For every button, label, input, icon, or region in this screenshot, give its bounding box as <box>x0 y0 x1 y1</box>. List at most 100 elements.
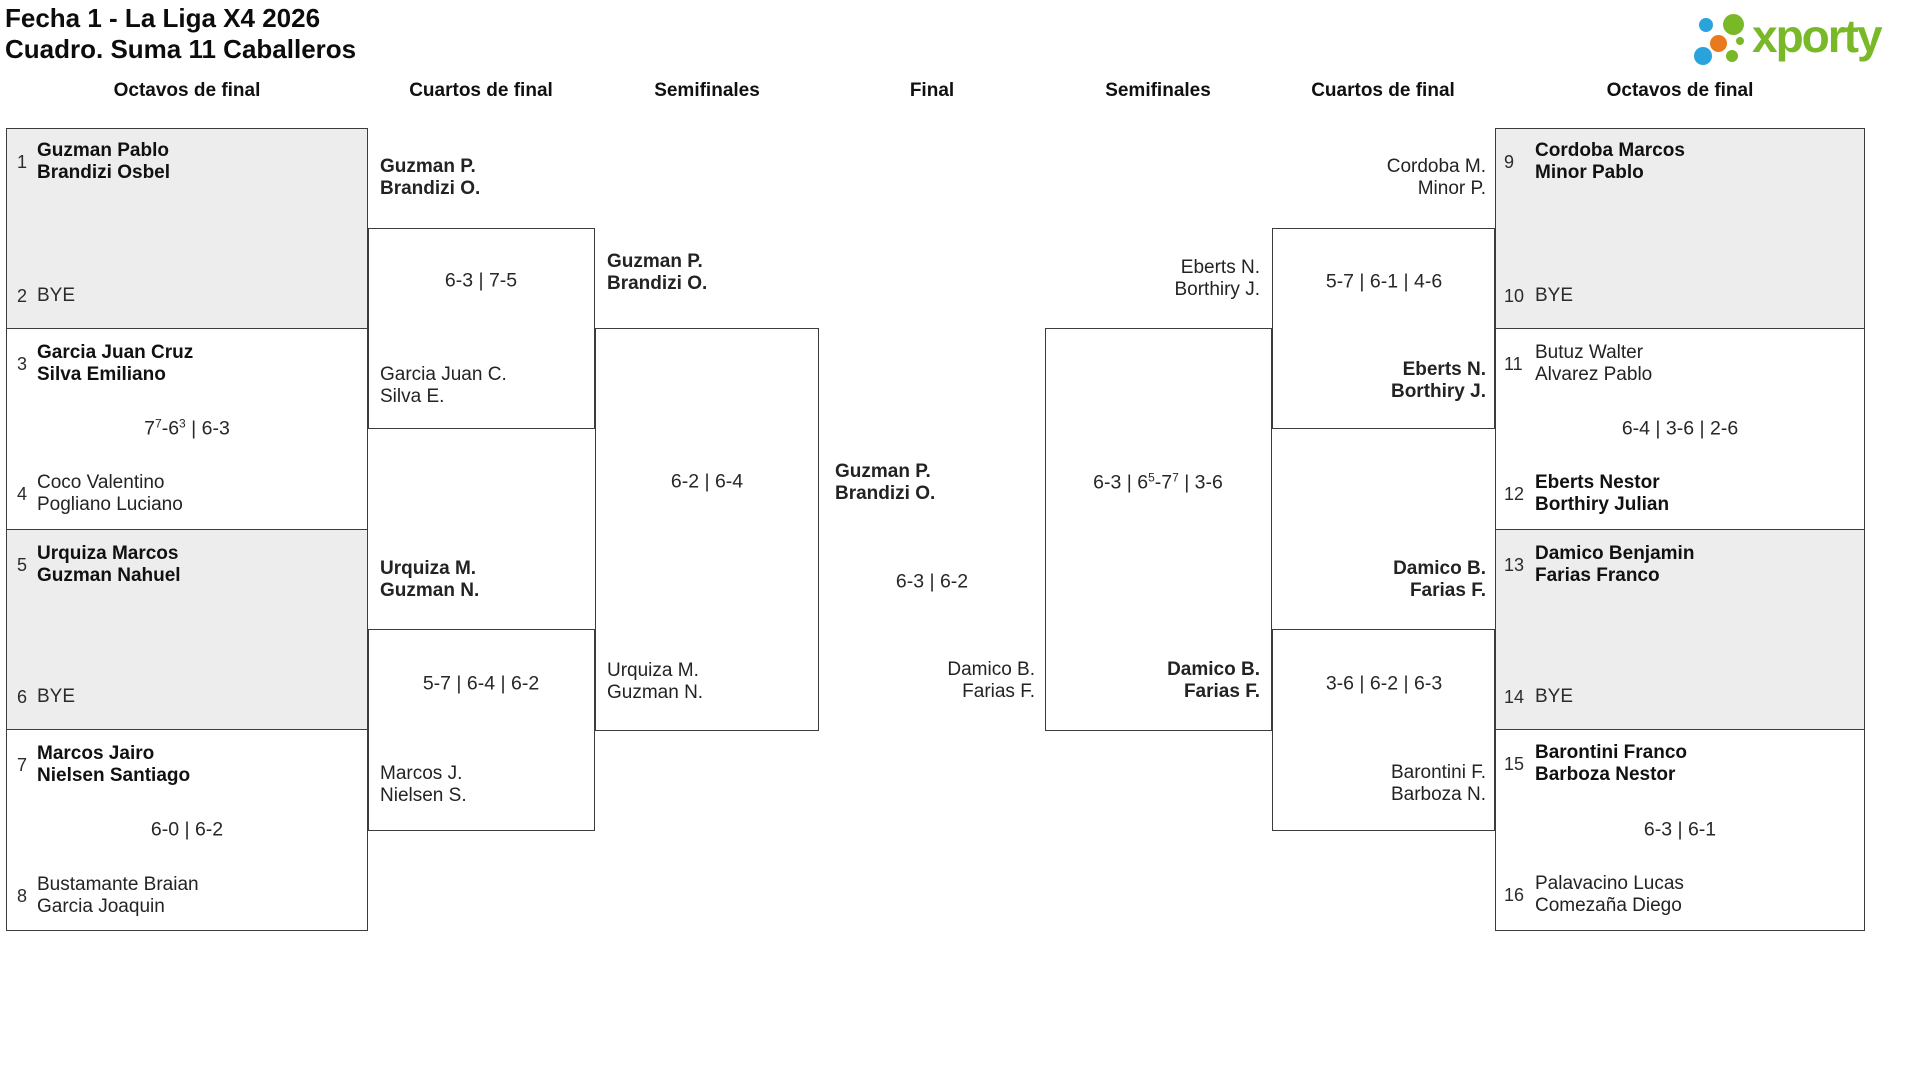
qf-left-2-score: 5-7 | 6-4 | 6-2 <box>422 672 540 695</box>
qf-left-1-score: 6-3 | 7-5 <box>444 269 518 292</box>
logo-dot-blue-small-icon <box>1699 18 1713 32</box>
player-name: Silva E. <box>380 385 445 407</box>
round-header-left-r16: Octavos de final <box>113 80 261 101</box>
sf-left-winner-label: Guzman P.Brandizi O. <box>607 251 707 294</box>
player-name: Pogliano Luciano <box>37 494 183 515</box>
logo-dot-orange-icon <box>1710 35 1727 52</box>
qf-left-2-loser-label: Marcos J.Nielsen S. <box>380 763 467 806</box>
player-name: Borthiry J. <box>1390 380 1486 402</box>
sf-right-loser-label: Eberts N.Borthiry J. <box>1174 257 1260 300</box>
player-name: Alvarez Pablo <box>1535 364 1653 385</box>
player-name: Brandizi Osbel <box>37 162 171 183</box>
bracket-connector-right-qf1 <box>1272 228 1495 429</box>
bracket-connector-right-qf2 <box>1272 629 1495 831</box>
player-name: Farias F. <box>1183 680 1260 702</box>
player-name: Barboza N. <box>1390 783 1486 805</box>
bye-label: BYE <box>1535 285 1574 306</box>
logo-dot-green-small-icon <box>1726 50 1738 62</box>
player-name: Guzman P. <box>835 461 931 482</box>
round-header-right-sf: Semifinales <box>1105 80 1211 101</box>
match-score: 77-63 | 6-3 <box>144 416 230 440</box>
logo-text: xporty <box>1752 10 1883 62</box>
qf-right-1-score: 5-7 | 6-1 | 4-6 <box>1325 270 1443 293</box>
player-name: Farias Franco <box>1535 565 1660 586</box>
seed-number: 14 <box>1504 686 1525 707</box>
player-name: Damico Benjamin <box>1535 543 1695 564</box>
player-name: Damico B. <box>947 659 1035 680</box>
player-name: Guzman P. <box>607 251 703 272</box>
final-champion-label: Guzman P.Brandizi O. <box>835 461 935 504</box>
round-header-left-qf: Cuartos de final <box>409 80 553 101</box>
logo-dot-green-tiny-icon <box>1736 37 1744 45</box>
bye-label: BYE <box>1535 686 1574 707</box>
qf-left-1-winner-label: Guzman P.Brandizi O. <box>380 156 480 199</box>
player-name: Guzman N. <box>607 681 704 703</box>
seed-number: 15 <box>1504 753 1525 774</box>
player-name: Urquiza Marcos <box>37 543 179 564</box>
player-name: Borthiry Julian <box>1535 494 1670 515</box>
player-name: Minor Pablo <box>1535 162 1644 183</box>
player-name: Eberts N. <box>1402 359 1486 380</box>
qf-left-1-loser-label: Garcia Juan C.Silva E. <box>380 364 507 407</box>
player-name: Barontini Franco <box>1535 742 1688 763</box>
team-slot-seed2: 2 BYE <box>17 285 75 307</box>
final-score: 6-3 | 6-2 <box>895 570 969 593</box>
player-name: Garcia Joaquin <box>37 896 165 917</box>
player-name: Damico B. <box>1393 558 1486 579</box>
team-slot-seed6: 6 BYE <box>17 686 75 708</box>
round-header-final: Final <box>909 80 955 101</box>
qf-right-1-winner-label: Eberts N.Borthiry J. <box>1391 359 1486 402</box>
round-header-left-sf: Semifinales <box>654 80 760 101</box>
qf-right-2-score: 3-6 | 6-2 | 6-3 <box>1325 672 1443 695</box>
match-score: 6-0 | 6-2 <box>150 818 224 841</box>
player-name: Comezaña Diego <box>1535 895 1682 916</box>
sf-right-score: 6-3 | 65-77 | 3-6 <box>1093 470 1223 494</box>
seed-number: 6 <box>17 686 28 707</box>
xporty-logo[interactable]: xporty <box>1684 4 1916 68</box>
player-name: Garcia Juan C. <box>380 364 507 385</box>
player-name: Coco Valentino <box>37 472 165 493</box>
team-slot-seed14: 14 BYE <box>1504 686 1573 708</box>
player-name: Marcos J. <box>380 763 463 784</box>
player-name: Bustamante Braian <box>37 874 199 895</box>
player-name: Urquiza M. <box>607 660 699 681</box>
player-name: Cordoba Marcos <box>1535 140 1685 161</box>
seed-number: 5 <box>17 554 28 575</box>
page-title-line1: Fecha 1 - La Liga X4 2026 <box>5 3 321 33</box>
page-title-line2: Cuadro. Suma 11 Caballeros <box>5 34 357 64</box>
player-name: Guzman P. <box>380 156 476 177</box>
team-slot-seed10: 10 BYE <box>1504 285 1573 307</box>
player-name: Barboza Nestor <box>1535 764 1676 785</box>
seed-number: 8 <box>17 885 28 906</box>
bye-label: BYE <box>37 686 76 707</box>
player-name: Urquiza M. <box>380 558 477 579</box>
player-name: Garcia Juan Cruz <box>37 342 194 363</box>
qf-right-2-winner-label: Damico B.Farias F. <box>1393 558 1486 601</box>
seed-number: 1 <box>17 151 28 172</box>
player-name: Nielsen S. <box>380 784 467 806</box>
bracket-connector-left-qf1 <box>368 228 595 429</box>
